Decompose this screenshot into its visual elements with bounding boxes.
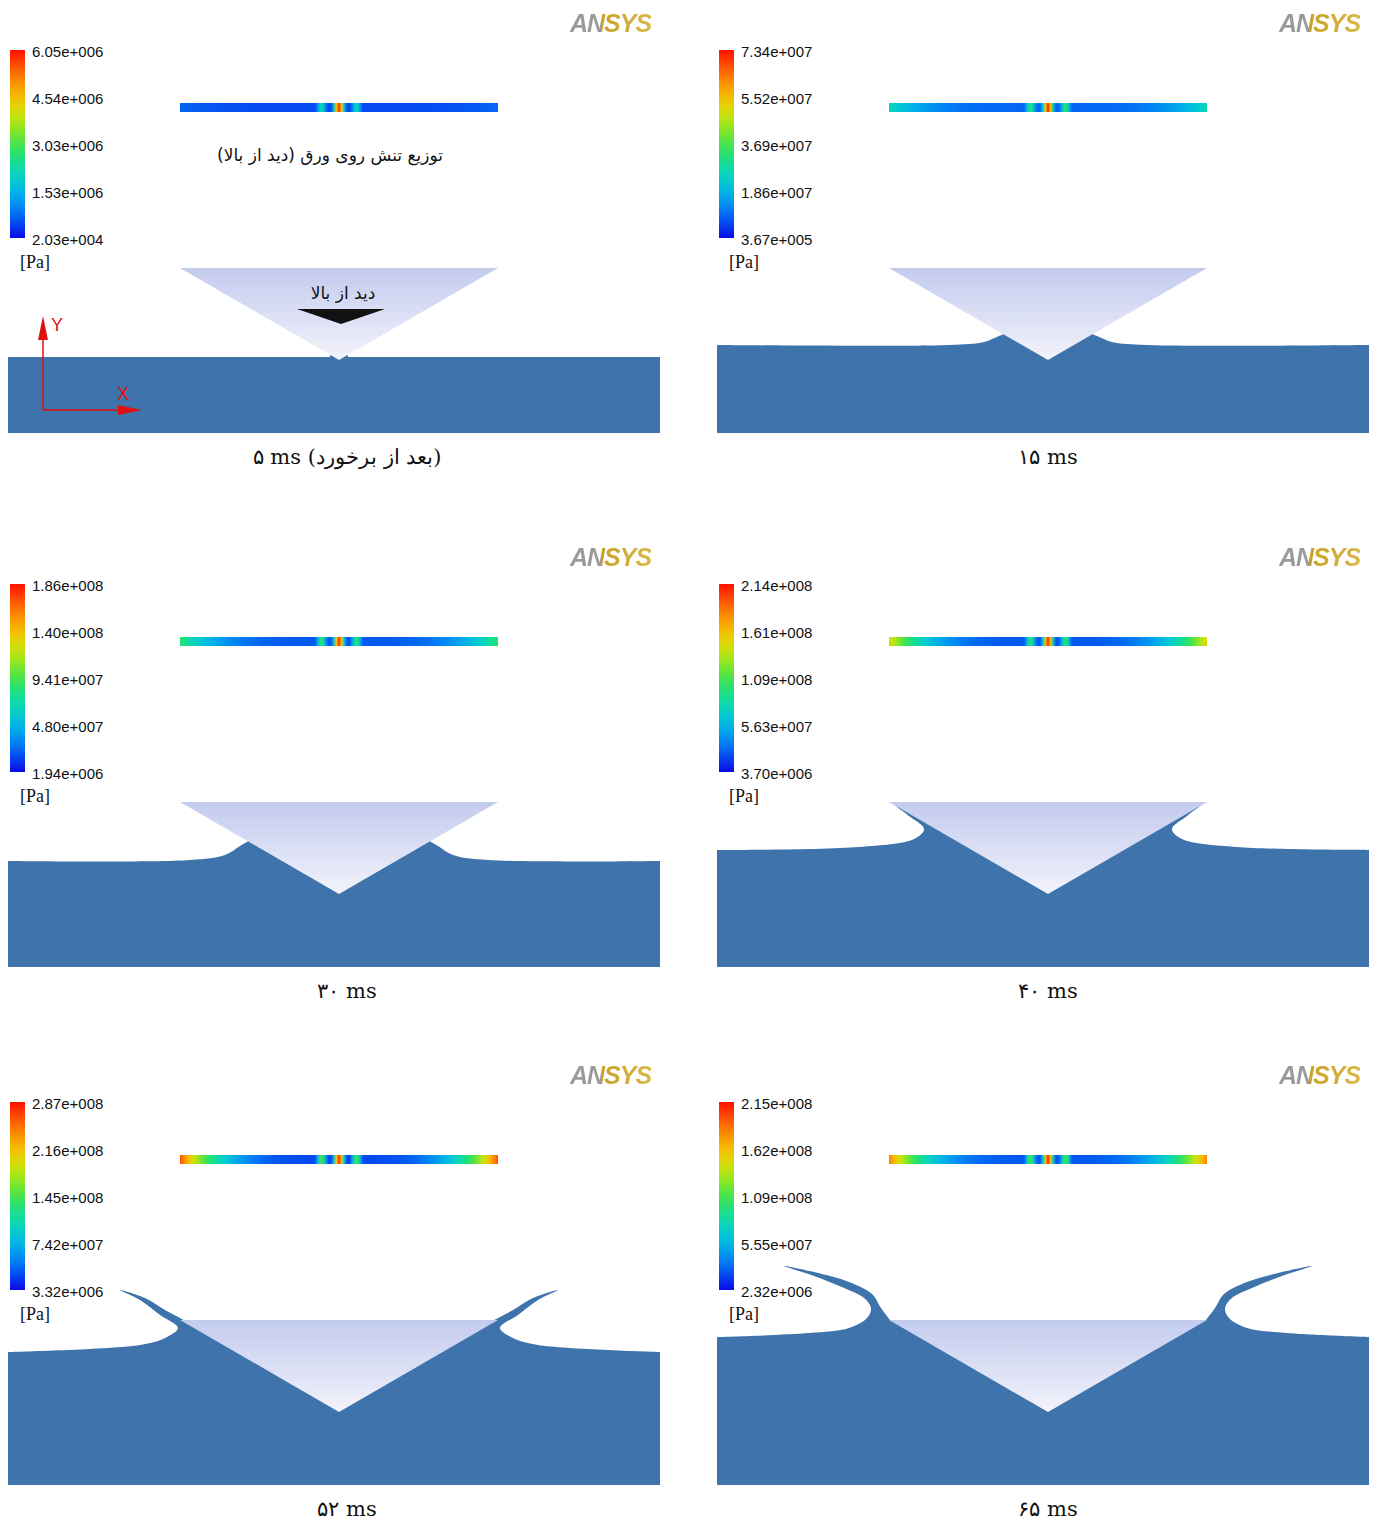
colorbar-value: 1.94e+006 <box>32 765 103 782</box>
wedge <box>180 802 498 894</box>
colorbar-value: 2.03e+004 <box>32 231 103 248</box>
watermark: ANSYS <box>570 543 651 572</box>
wedge <box>889 1320 1207 1412</box>
watermark: ANSYS <box>1279 9 1360 38</box>
watermark: ANSYS <box>1279 543 1360 572</box>
unit-label: [Pa] <box>20 786 50 807</box>
colorbar-value: 1.45e+008 <box>32 1189 103 1206</box>
water <box>717 1266 1369 1485</box>
time-caption: ۳۰ ms <box>317 979 376 1003</box>
stress-strip <box>889 1155 1207 1164</box>
time-caption: ۱۵ ms <box>1018 445 1077 469</box>
unit-label: [Pa] <box>20 252 50 273</box>
wedge <box>180 1320 498 1412</box>
wedge <box>180 268 498 360</box>
colorbar <box>10 1102 25 1290</box>
colorbar-value: 1.09e+008 <box>741 1189 812 1206</box>
colorbar-value: 6.05e+006 <box>32 43 103 60</box>
panel <box>717 50 1369 433</box>
view-label: دید از بالا <box>311 283 376 303</box>
stress-strip <box>889 103 1207 112</box>
unit-label: [Pa] <box>729 1304 759 1325</box>
watermark: ANSYS <box>570 1061 651 1090</box>
colorbar-value: 3.70e+006 <box>741 765 812 782</box>
unit-label: [Pa] <box>20 1304 50 1325</box>
stress-strip <box>180 1155 498 1164</box>
watermark: ANSYS <box>1279 1061 1360 1090</box>
colorbar-value: 1.62e+008 <box>741 1142 812 1159</box>
stress-strip <box>889 637 1207 646</box>
panel <box>8 50 660 433</box>
colorbar-value: 1.61e+008 <box>741 624 812 641</box>
colorbar-value: 4.54e+006 <box>32 90 103 107</box>
colorbar-value: 5.52e+007 <box>741 90 812 107</box>
unit-label: [Pa] <box>729 252 759 273</box>
unit-label: [Pa] <box>729 786 759 807</box>
colorbar-value: 9.41e+007 <box>32 671 103 688</box>
panel <box>717 584 1369 967</box>
colorbar-value: 5.55e+007 <box>741 1236 812 1253</box>
colorbar-value: 2.15e+008 <box>741 1095 812 1112</box>
colorbar-value: 7.42e+007 <box>32 1236 103 1253</box>
colorbar-value: 5.63e+007 <box>741 718 812 735</box>
colorbar-value: 1.40e+008 <box>32 624 103 641</box>
colorbar <box>719 50 734 238</box>
strip-caption: توزیع تنش روی ورق (دید از بالا) <box>217 145 443 165</box>
time-caption: ۴۰ ms <box>1018 979 1077 1003</box>
colorbar-value: 2.32e+006 <box>741 1283 812 1300</box>
time-caption: ۵ ms (بعد از برخورد) <box>253 445 442 469</box>
stress-strip <box>180 637 498 646</box>
colorbar <box>10 584 25 772</box>
colorbar-value: 3.03e+006 <box>32 137 103 154</box>
colorbar-value: 1.53e+006 <box>32 184 103 201</box>
colorbar-value: 1.86e+008 <box>32 577 103 594</box>
view-arrow <box>297 309 385 324</box>
axis-label: X <box>117 384 129 405</box>
wedge <box>889 802 1207 894</box>
panel <box>8 1102 660 1485</box>
colorbar-value: 2.87e+008 <box>32 1095 103 1112</box>
colorbar-value: 3.67e+005 <box>741 231 812 248</box>
colorbar-value: 7.34e+007 <box>741 43 812 60</box>
panel <box>8 584 660 967</box>
axis-line <box>43 330 125 410</box>
watermark: ANSYS <box>570 9 651 38</box>
panel <box>717 1102 1369 1485</box>
colorbar-value: 1.86e+007 <box>741 184 812 201</box>
colorbar-value: 3.32e+006 <box>32 1283 103 1300</box>
colorbar <box>719 1102 734 1290</box>
axis-label: Y <box>51 315 63 336</box>
time-caption: ۵۲ ms <box>317 1497 376 1521</box>
colorbar-value: 2.14e+008 <box>741 577 812 594</box>
colorbar-value: 1.09e+008 <box>741 671 812 688</box>
water <box>8 1290 660 1485</box>
time-caption: ۶۵ ms <box>1018 1497 1077 1521</box>
colorbar <box>10 50 25 238</box>
wedge <box>889 268 1207 360</box>
colorbar-value: 2.16e+008 <box>32 1142 103 1159</box>
colorbar-value: 3.69e+007 <box>741 137 812 154</box>
water <box>8 300 660 433</box>
colorbar <box>719 584 734 772</box>
colorbar-value: 4.80e+007 <box>32 718 103 735</box>
stress-strip <box>180 103 498 112</box>
